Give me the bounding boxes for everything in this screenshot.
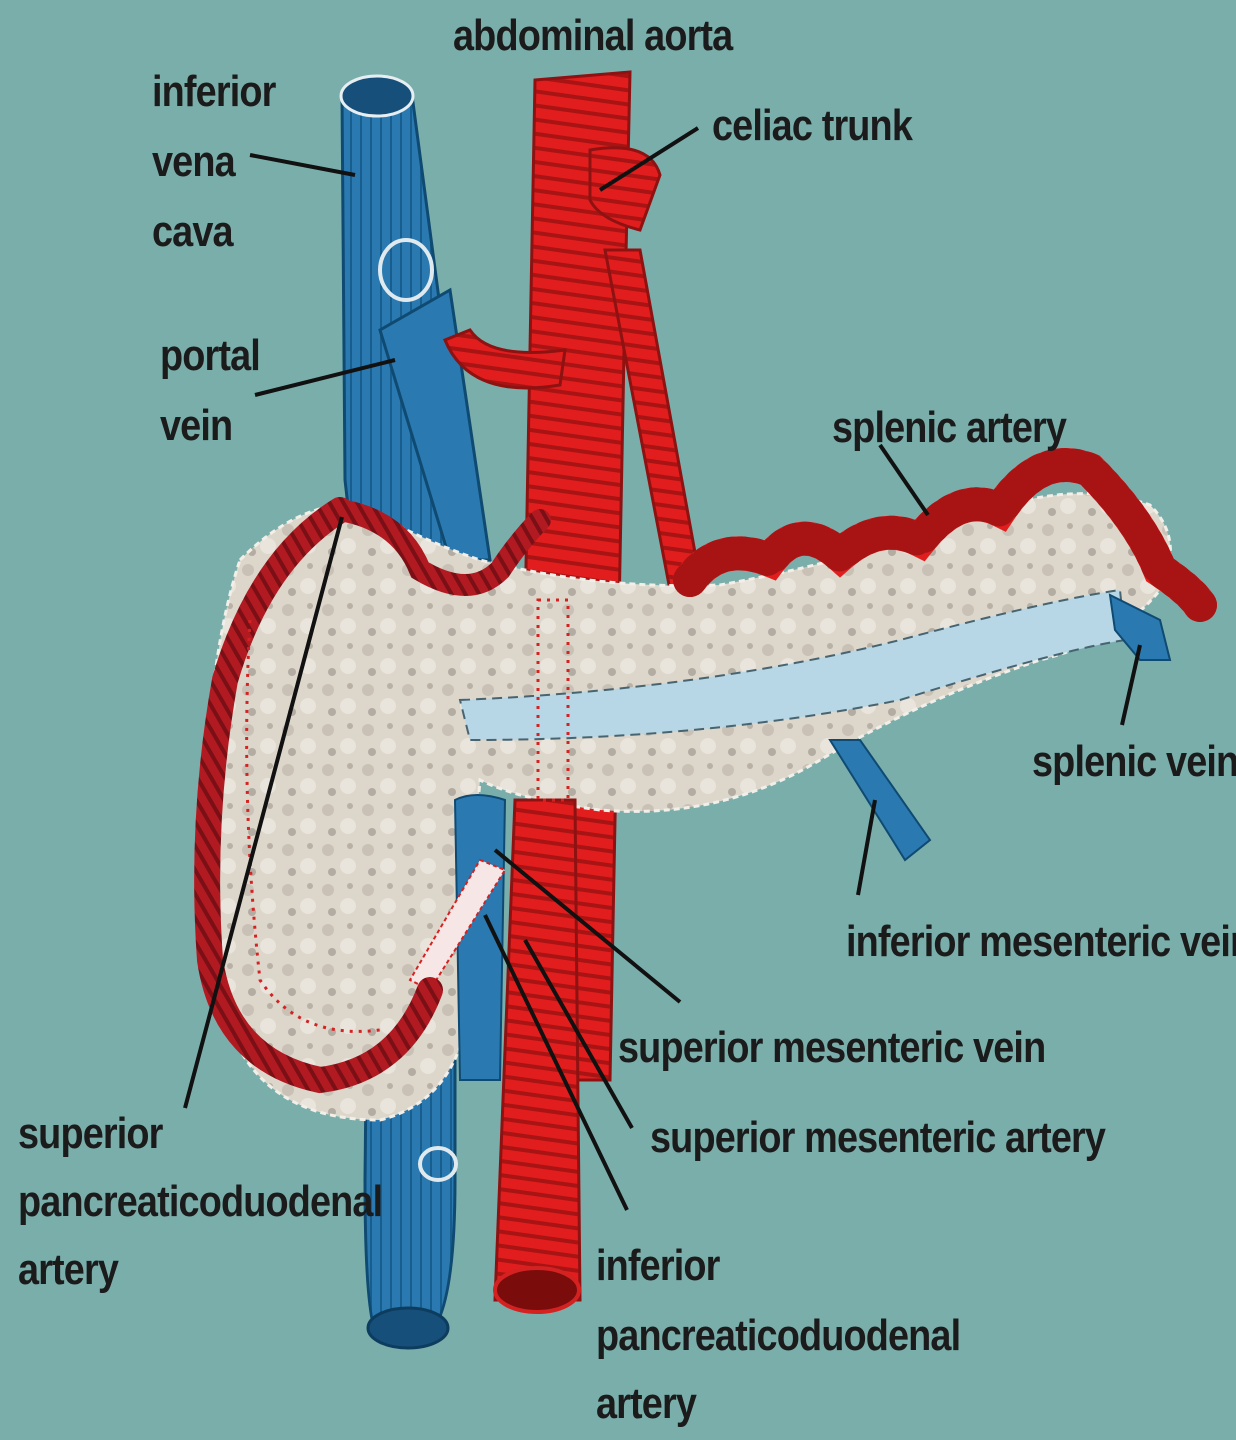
- label-inferior-pancreaticoduodenal-artery-line2: pancreaticoduodenal: [596, 1302, 960, 1370]
- label-celiac-trunk: celiac trunk: [712, 92, 912, 160]
- label-inferior-vena-cava-line1: inferior: [152, 58, 275, 126]
- label-abdominal-aorta: abdominal aorta: [453, 2, 732, 70]
- label-inferior-pancreaticoduodenal-artery-line1: inferior: [596, 1232, 719, 1300]
- inferior-mesenteric-vein-vessel: [830, 740, 930, 860]
- leader-inferior-vena-cava: [250, 155, 355, 175]
- label-splenic-artery: splenic artery: [832, 394, 1066, 462]
- label-superior-pancreaticoduodenal-artery-line2: pancreaticoduodenal: [18, 1168, 382, 1236]
- label-inferior-vena-cava-line2: vena: [152, 128, 235, 196]
- label-inferior-mesenteric-vein: inferior mesenteric vein: [846, 908, 1236, 976]
- label-superior-pancreaticoduodenal-artery-line3: artery: [18, 1236, 118, 1304]
- leader-splenic-vein: [1122, 645, 1140, 725]
- label-splenic-vein: splenic vein: [1032, 728, 1236, 796]
- superior-mesenteric-artery-vessel: [495, 800, 580, 1300]
- label-portal-vein-line1: portal: [160, 322, 260, 390]
- label-superior-pancreaticoduodenal-artery-line1: superior: [18, 1100, 163, 1168]
- label-inferior-pancreaticoduodenal-artery-line3: artery: [596, 1370, 696, 1438]
- label-superior-mesenteric-artery: superior mesenteric artery: [650, 1104, 1105, 1172]
- label-portal-vein-line2: vein: [160, 392, 232, 460]
- label-superior-mesenteric-vein: superior mesenteric vein: [618, 1014, 1045, 1082]
- leader-inferior-mesenteric-vein: [858, 800, 875, 895]
- label-inferior-vena-cava-line3: cava: [152, 198, 233, 266]
